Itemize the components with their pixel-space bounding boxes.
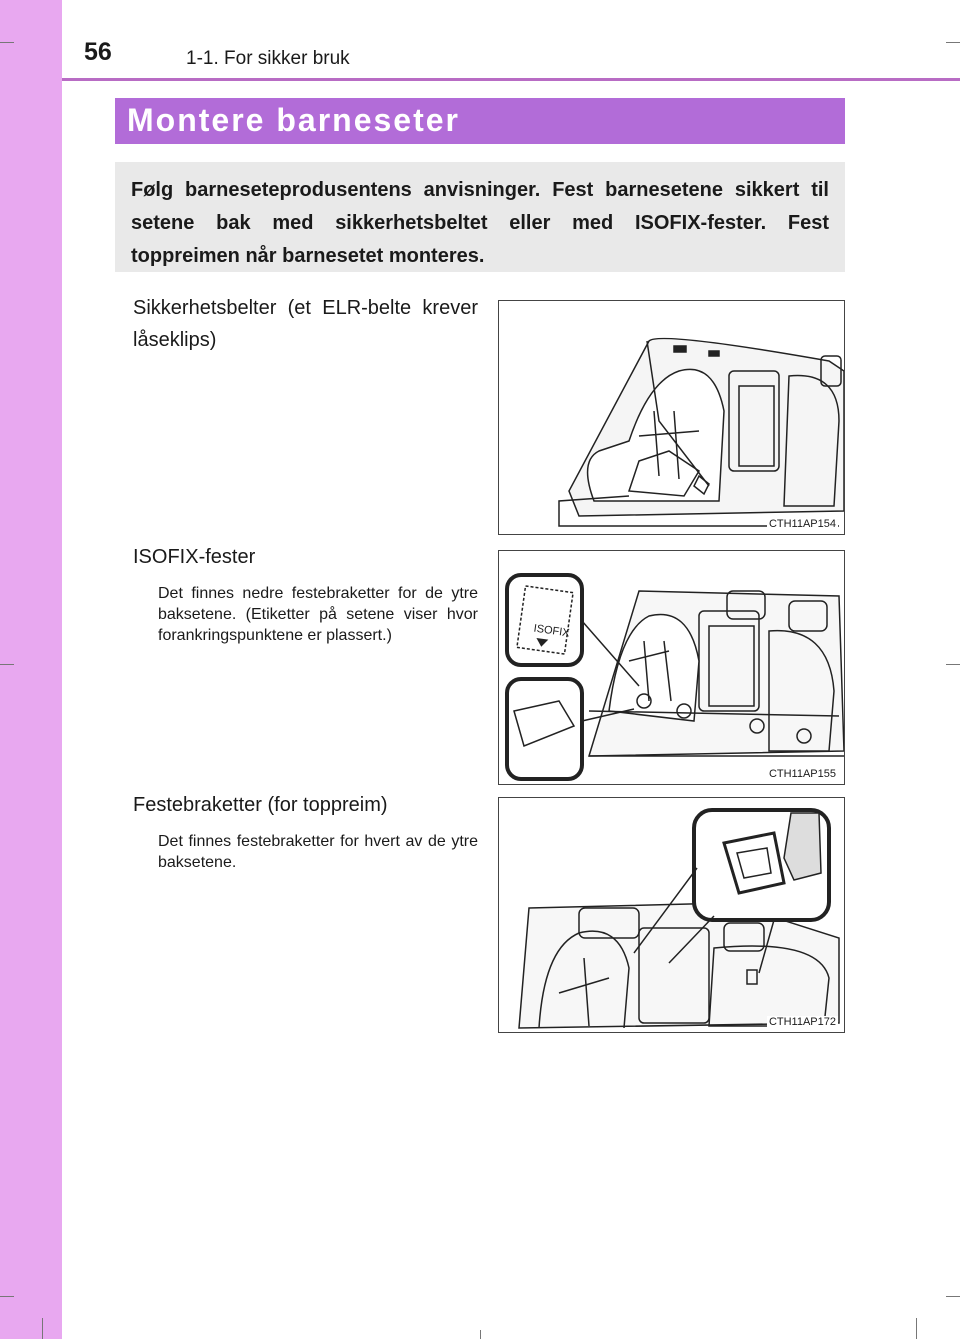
title-band: Montere barneseter bbox=[115, 98, 845, 144]
tether-illustration bbox=[518, 808, 840, 1029]
crop-mark bbox=[0, 42, 14, 43]
isofix-label-text: ISOFIX bbox=[533, 623, 571, 640]
intro-box: Følg barneseteprodusentens anvisninger. … bbox=[115, 162, 845, 272]
figure-tether: CTH11AP172 bbox=[498, 797, 845, 1033]
watermark: carmanualsonline.info bbox=[734, 1310, 940, 1332]
item-desc-isofix: Det finnes nedre festebraketter for de y… bbox=[158, 585, 478, 644]
item-desc-tether: Det finnes festebraketter for hvert av d… bbox=[158, 833, 478, 871]
figure-code: CTH11AP172 bbox=[766, 1016, 838, 1028]
figure-seatbelt: CTH11AP154 bbox=[498, 300, 845, 535]
page-number: 56 bbox=[84, 38, 112, 66]
crop-mark bbox=[946, 1296, 960, 1297]
isofix-illustration: ISOFIX bbox=[505, 573, 844, 781]
side-tab bbox=[0, 0, 62, 1339]
crop-mark bbox=[946, 664, 960, 665]
intro-text: Følg barneseteprodusentens anvisninger. … bbox=[131, 179, 829, 267]
figure-isofix: ISOFIX CTH11AP155 bbox=[498, 550, 845, 785]
figure-code: CTH11AP155 bbox=[766, 768, 838, 780]
item-title-isofix: ISOFIX-fester bbox=[133, 546, 256, 568]
item-title-seatbelts: Sikkerhetsbelter (et ELR-belte krever lå… bbox=[133, 297, 478, 351]
header-rule bbox=[62, 78, 960, 81]
crop-mark bbox=[916, 1318, 917, 1339]
figure-code: CTH11AP154 bbox=[766, 518, 838, 530]
crop-mark bbox=[0, 664, 14, 665]
crop-mark bbox=[42, 1318, 43, 1339]
section-label: 1-1. For sikker bruk bbox=[186, 48, 350, 69]
crop-mark bbox=[0, 1296, 14, 1297]
page-title: Montere barneseter bbox=[127, 102, 460, 138]
seatbelt-illustration bbox=[558, 337, 844, 527]
crop-mark bbox=[480, 1330, 481, 1339]
item-title-tether: Festebraketter (for toppreim) bbox=[133, 794, 388, 816]
crop-mark bbox=[946, 42, 960, 43]
